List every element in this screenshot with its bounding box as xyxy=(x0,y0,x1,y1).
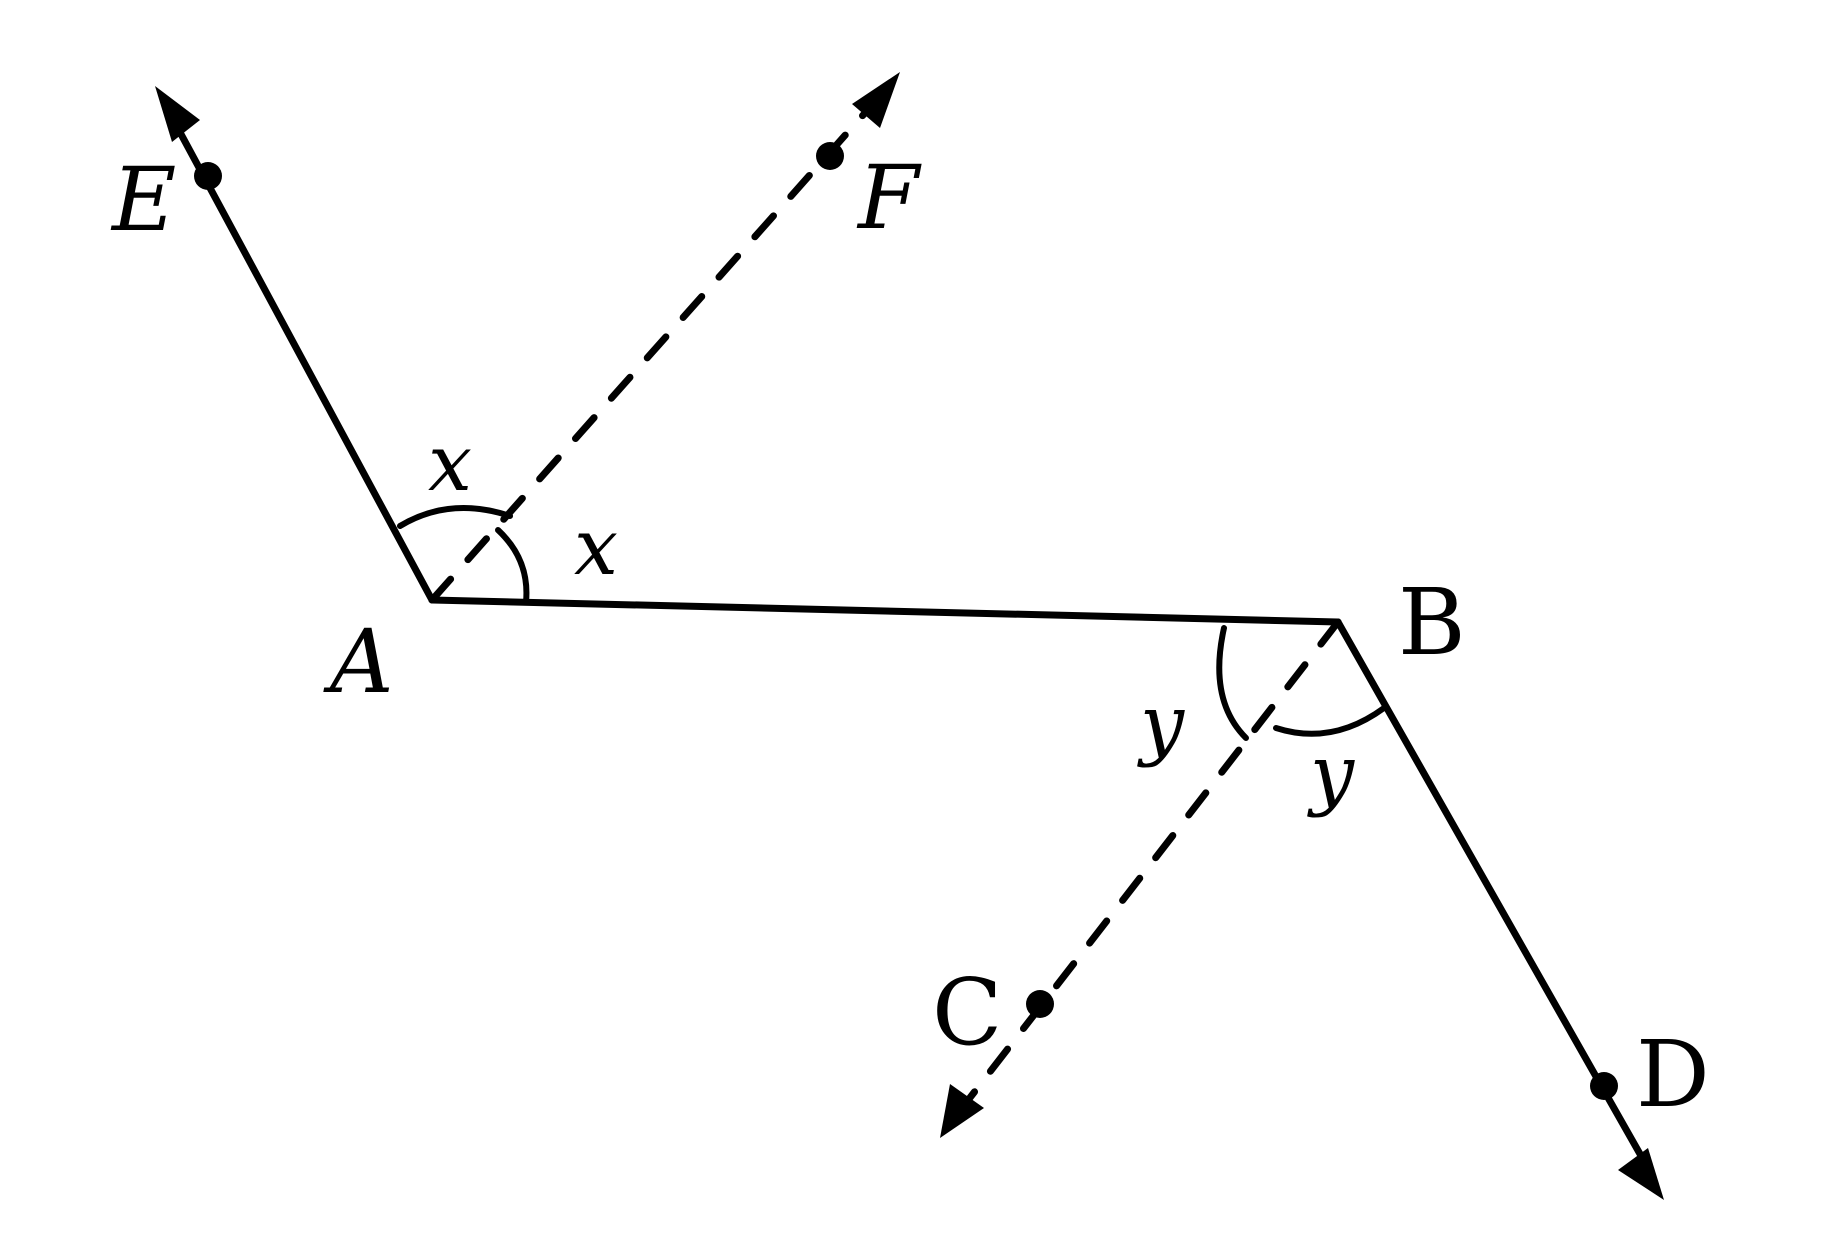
label-d: D xyxy=(1636,1021,1710,1128)
label-b: B xyxy=(1398,569,1466,676)
label-f: F xyxy=(856,146,922,249)
ray-ae xyxy=(164,106,436,604)
label-e: E xyxy=(110,148,176,251)
segment-ab xyxy=(428,596,1342,626)
angle-arc-cbd xyxy=(1273,705,1387,737)
ray-bc xyxy=(958,618,1342,1112)
angle-arc-eaf xyxy=(397,505,513,529)
label-c: C xyxy=(932,959,1002,1066)
ray-bd xyxy=(1334,618,1644,1158)
label-angle-x-lower: x xyxy=(574,503,618,593)
label-angle-y-right: y xyxy=(1307,729,1355,819)
angle-arc-abc xyxy=(1216,625,1249,741)
ray-bc-arrowhead xyxy=(940,1084,984,1138)
angle-arc-fab xyxy=(495,527,530,605)
ray-bd-arrowhead xyxy=(1618,1148,1664,1200)
ray-ae-arrowhead xyxy=(155,86,200,142)
point-f-dot xyxy=(816,142,844,170)
point-d-dot xyxy=(1590,1072,1618,1100)
label-a: A xyxy=(323,610,394,713)
ray-af-arrowhead xyxy=(852,72,900,128)
point-e-dot xyxy=(194,162,222,190)
ray-af xyxy=(428,92,884,604)
label-angle-y-left: y xyxy=(1137,679,1185,769)
label-angle-x-upper: x xyxy=(428,419,472,509)
point-c-dot xyxy=(1026,990,1054,1018)
